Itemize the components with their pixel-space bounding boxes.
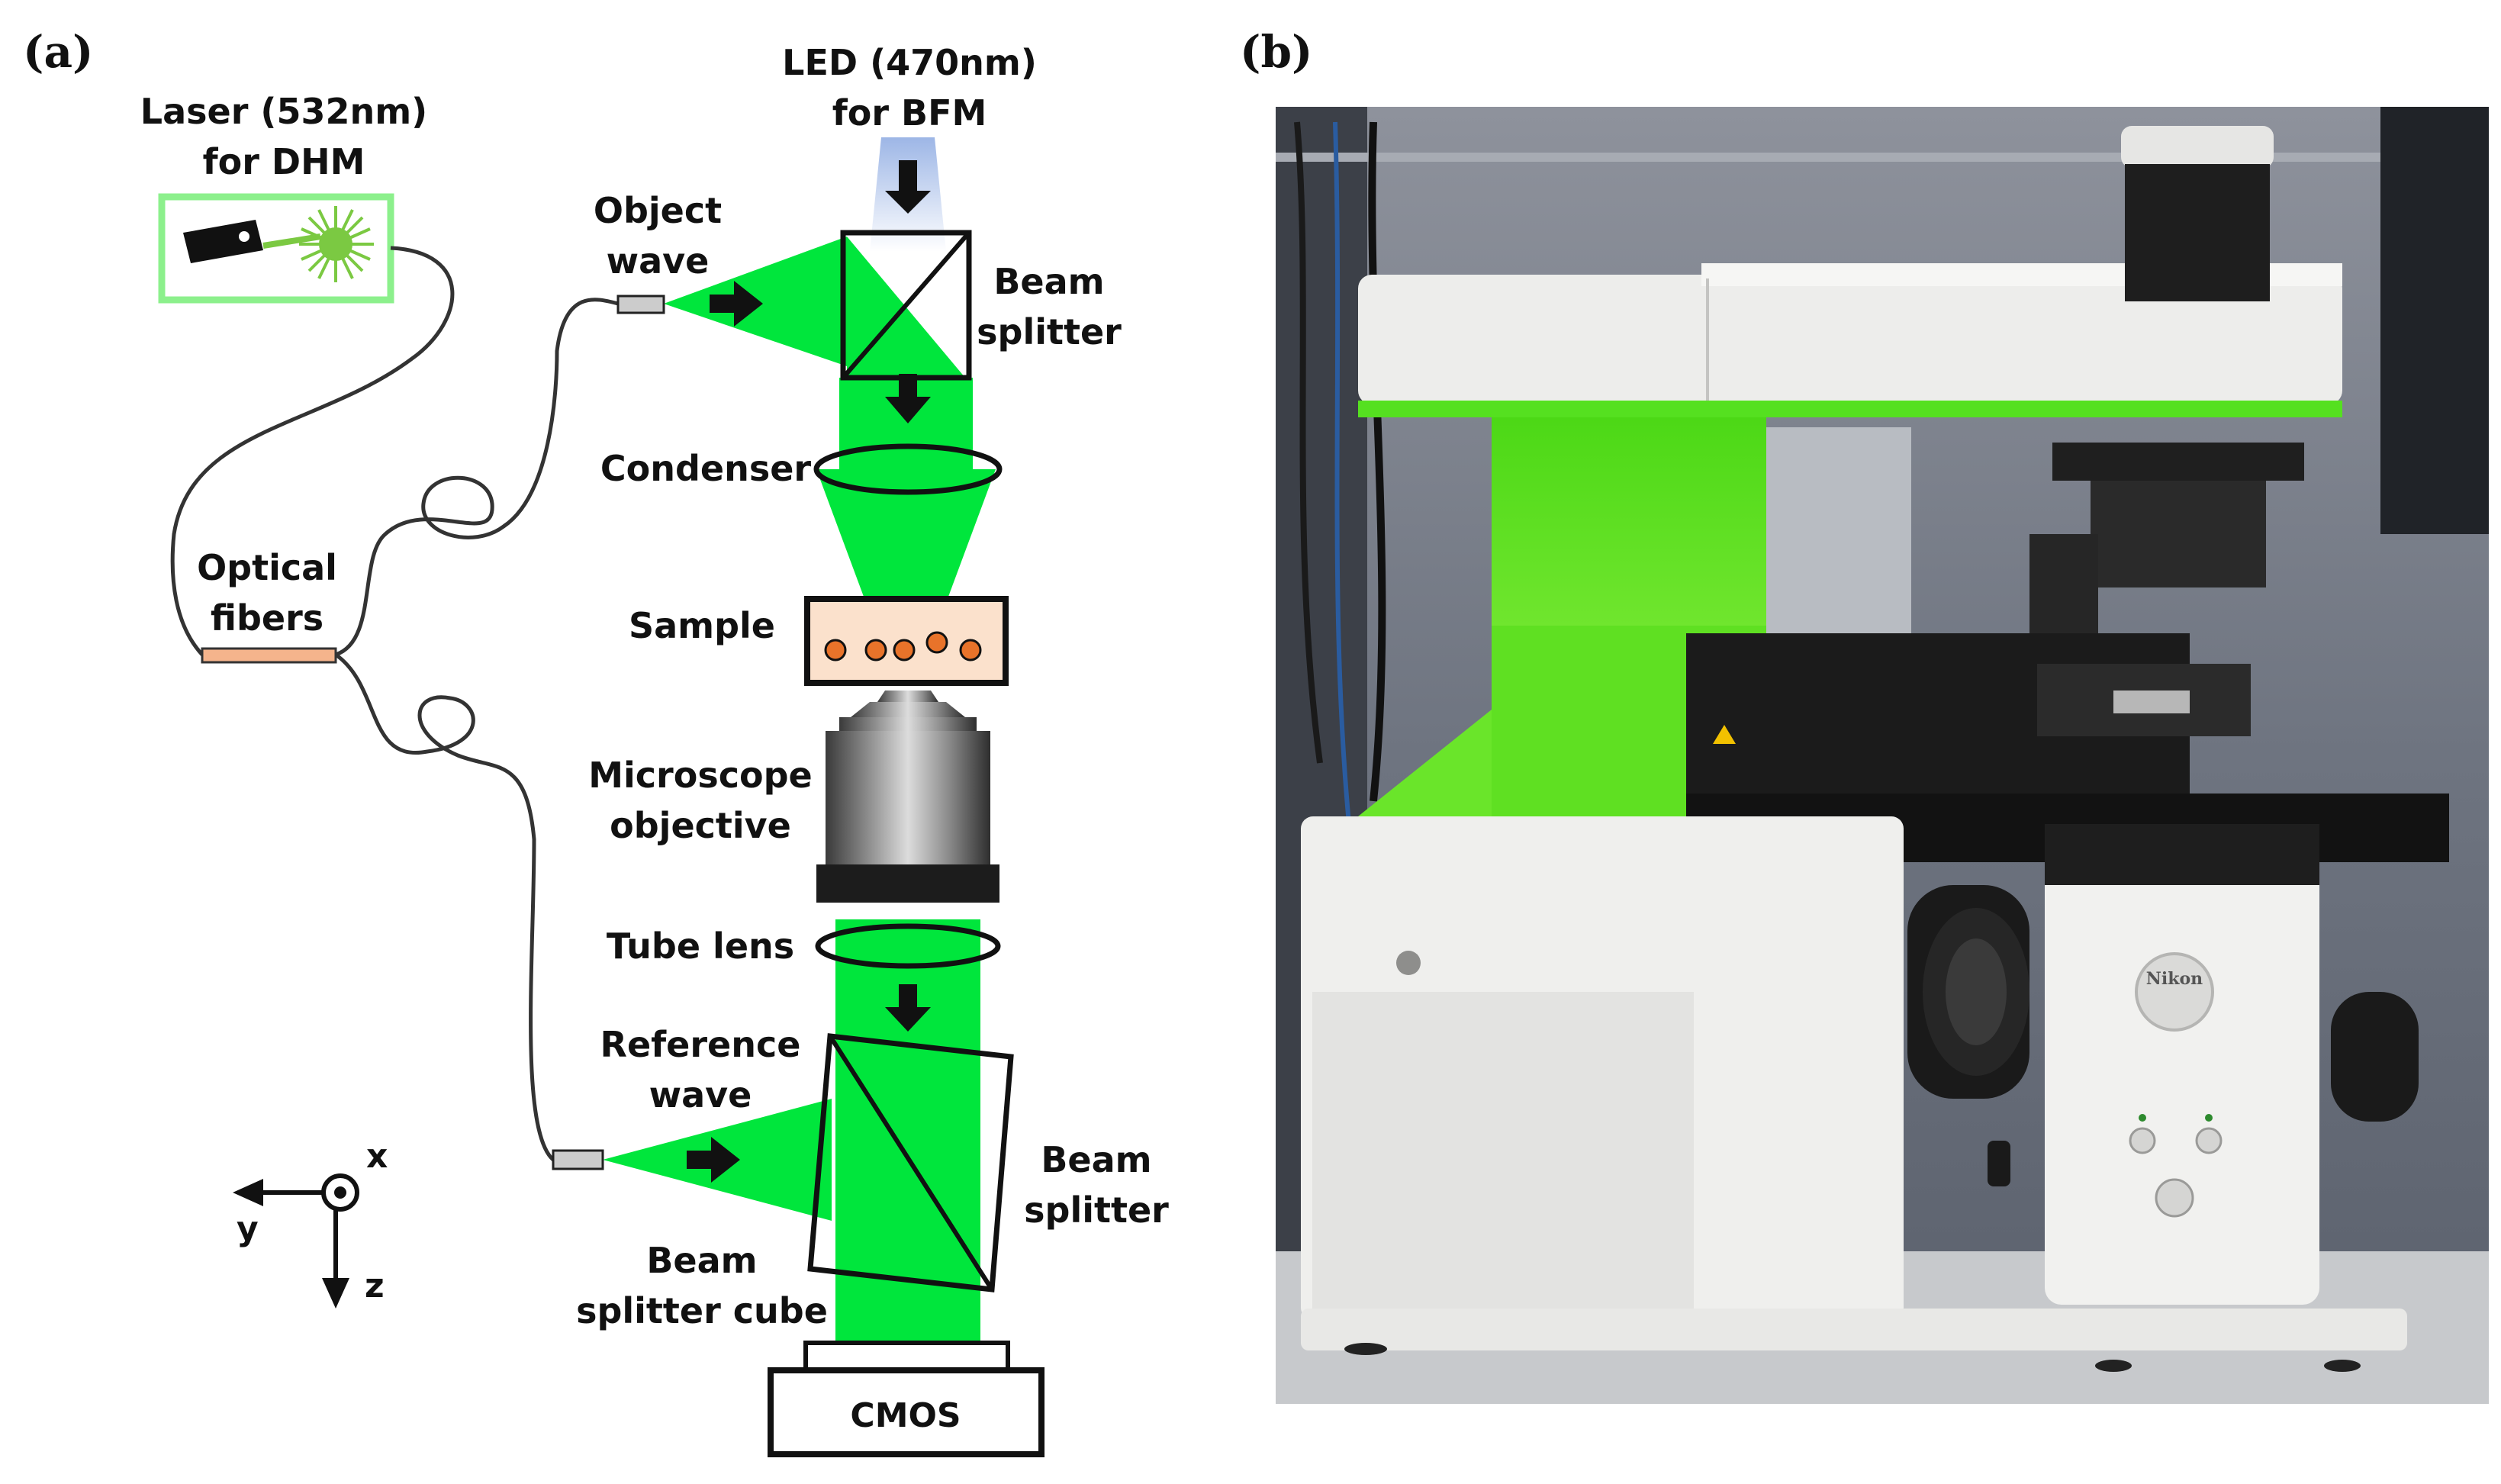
- optical-fibers: [170, 246, 619, 1161]
- led-arrow-icon: [885, 160, 931, 214]
- coordinate-axes: x y z: [233, 1137, 388, 1309]
- beam-splitter-cube-label-line2: splitter cube: [576, 1290, 828, 1331]
- panel-b: (b): [1240, 26, 2489, 1404]
- beam-splitter-top-label-line2: splitter: [977, 311, 1122, 352]
- reference-fiber-tip: [552, 1149, 604, 1170]
- panel-a: (a): [23, 26, 1169, 1457]
- object-wave-label-line2: wave: [607, 240, 710, 282]
- axis-z-label: z: [365, 1267, 385, 1305]
- fiber-coupler: [201, 647, 337, 664]
- led-source: [870, 137, 946, 252]
- microscope-objective: [816, 690, 999, 903]
- brand-logo: Nikon: [2146, 969, 2203, 989]
- microscope-objective-label-line1: Microscope: [588, 755, 812, 796]
- laser-label-line1: Laser (532nm): [140, 91, 427, 132]
- panel-a-label: (a): [23, 26, 93, 78]
- beam-splitter-cube-label-line1: Beam: [646, 1240, 757, 1281]
- sample: [804, 596, 1009, 686]
- cmos-sensor: CMOS: [768, 1341, 1044, 1457]
- tube-lens-label: Tube lens: [607, 925, 794, 967]
- reference-wave-arrow-icon: [687, 1137, 740, 1183]
- sample-label: Sample: [629, 605, 775, 646]
- arrow-down-2-icon: [885, 984, 931, 1032]
- microscope-photo: Nikon: [1276, 107, 2489, 1404]
- laser-source: [158, 193, 394, 304]
- object-fiber-tip: [616, 295, 665, 314]
- reference-wave-label-line1: Reference: [600, 1024, 801, 1065]
- beam-splitter-cube: [807, 1033, 1014, 1292]
- condenser-lens: [813, 443, 1003, 495]
- condenser-label: Condenser: [600, 448, 812, 489]
- laser-label-line2: for DHM: [203, 141, 365, 182]
- panel-b-label: (b): [1240, 26, 1312, 78]
- object-wave-label-line1: Object: [594, 190, 722, 231]
- led-label-line2: for BFM: [832, 92, 987, 134]
- beam-splitter-bottom-label-line1: Beam: [1041, 1139, 1151, 1180]
- optical-fibers-label-line2: fibers: [211, 597, 323, 639]
- axis-y-label: y: [237, 1209, 259, 1248]
- beam-splitter-bottom-label-line2: splitter: [1024, 1189, 1169, 1231]
- object-wave-arrow-icon: [710, 281, 763, 327]
- optical-fibers-label-line1: Optical: [197, 547, 337, 588]
- cmos-label: CMOS: [850, 1396, 961, 1435]
- laser-body-icon: [183, 220, 263, 263]
- microscope-objective-label-line2: objective: [610, 805, 791, 846]
- arrow-down-1-icon: [885, 374, 931, 423]
- led-label-line1: LED (470nm): [782, 42, 1037, 83]
- reference-wave-label-line2: wave: [649, 1074, 752, 1115]
- beam-splitter-top-label-line1: Beam: [993, 261, 1104, 302]
- tube-lens: [815, 923, 1001, 969]
- axis-x-label: x: [366, 1137, 388, 1176]
